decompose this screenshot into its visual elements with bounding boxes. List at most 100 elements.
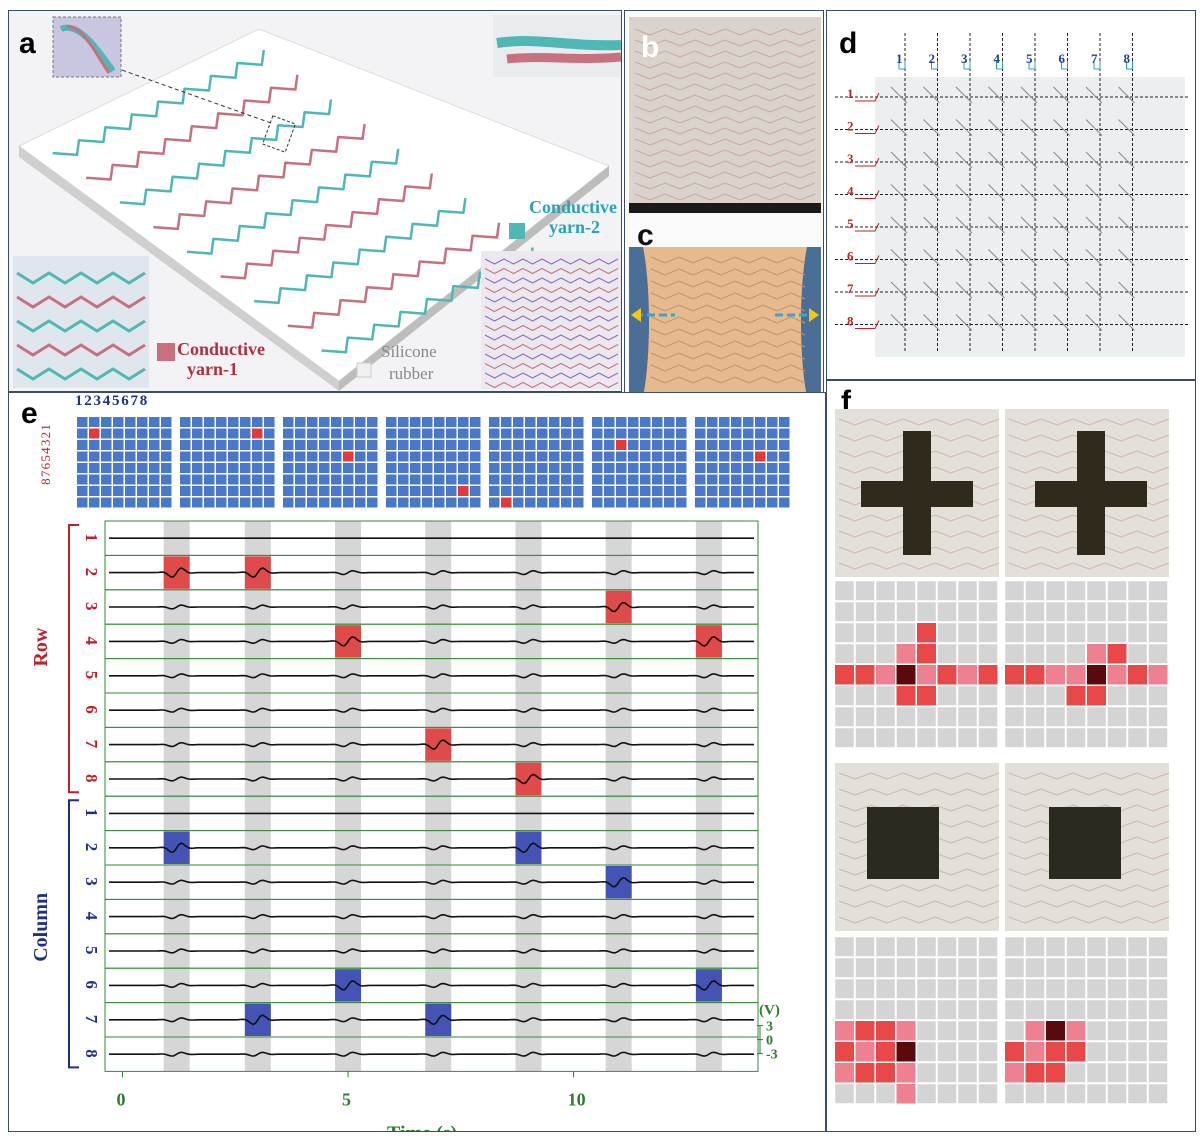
press-cell xyxy=(410,474,421,485)
press-cell xyxy=(386,428,397,439)
press-cell xyxy=(549,417,560,427)
press-cell xyxy=(592,463,603,473)
map-cell xyxy=(937,643,957,664)
press-cell xyxy=(470,463,481,473)
press-cell xyxy=(192,474,203,485)
map-cell-active xyxy=(855,1021,875,1041)
press-cell xyxy=(180,474,191,485)
press-cell xyxy=(513,440,524,450)
map-cell-active xyxy=(1005,1063,1024,1083)
press-cell xyxy=(331,417,342,427)
press-cell xyxy=(434,486,445,496)
press-cell xyxy=(743,440,754,450)
signal-chart: 1234567812345678RowColumn0510Time (s)(V)… xyxy=(30,417,790,1131)
press-cell xyxy=(525,474,536,485)
map-cell-active xyxy=(896,644,916,664)
press-cell xyxy=(513,474,524,485)
map-cell-active xyxy=(896,1063,916,1083)
crossing-yarn xyxy=(1020,249,1038,266)
press-cell xyxy=(240,497,251,508)
press-cell xyxy=(410,463,421,473)
press-cell xyxy=(204,474,215,485)
photo-yarn xyxy=(1008,916,1170,924)
map-cell-active xyxy=(1046,1021,1065,1041)
map-cell xyxy=(875,727,896,748)
map-cell-active xyxy=(1025,1042,1045,1062)
press-cell xyxy=(216,428,227,439)
press-cell xyxy=(295,463,306,473)
press-cell xyxy=(386,497,397,508)
press-cell xyxy=(355,440,366,450)
photo-yarn xyxy=(650,316,806,324)
map-cell xyxy=(1148,622,1168,643)
press-cell xyxy=(319,417,330,427)
press-cell xyxy=(779,428,790,439)
press-cell xyxy=(319,428,330,439)
press-cell xyxy=(640,428,651,439)
map-cell xyxy=(937,978,957,999)
press-cell xyxy=(77,440,88,450)
row-lead xyxy=(855,92,880,102)
map-cell xyxy=(1004,957,1025,978)
map-cell xyxy=(1148,706,1168,727)
press-cell xyxy=(525,451,536,462)
press-cell xyxy=(77,451,88,462)
map-cell-active xyxy=(1005,665,1024,685)
press-cell xyxy=(137,428,148,439)
crossing-yarn xyxy=(890,249,908,266)
yarn2-cube xyxy=(509,223,525,239)
press-cell xyxy=(652,440,663,450)
press-cell xyxy=(489,451,500,462)
inset-yarn xyxy=(484,353,619,360)
crossing-yarn xyxy=(890,281,908,299)
map-cell xyxy=(1127,999,1148,1020)
press-cell xyxy=(767,417,778,427)
map-cell xyxy=(1025,1083,1045,1104)
press-cell xyxy=(101,497,112,508)
press-cell xyxy=(616,428,627,439)
press-cell xyxy=(592,417,603,427)
crossing-yarn xyxy=(890,314,908,331)
pressure-map-3 xyxy=(834,936,998,1104)
press-cell xyxy=(240,451,251,462)
map-cell xyxy=(896,957,916,978)
map-cell xyxy=(875,706,896,727)
map-cell xyxy=(1107,601,1127,622)
press-cell xyxy=(295,474,306,485)
press-cell xyxy=(573,463,584,473)
press-cell xyxy=(513,486,524,496)
press-cell xyxy=(240,428,251,439)
trace-row-7 xyxy=(109,739,754,751)
map-cell xyxy=(1148,936,1168,957)
map-cell xyxy=(916,1083,937,1104)
press-cell xyxy=(458,417,469,427)
press-cell xyxy=(573,417,584,427)
press-cell xyxy=(101,451,112,462)
press-cell xyxy=(331,440,342,450)
press-cell xyxy=(604,497,615,508)
zoom-arrow xyxy=(118,68,272,124)
press-cell xyxy=(295,451,306,462)
series-label-row-4: 4 xyxy=(82,636,101,645)
press-cell xyxy=(731,497,742,508)
map-cell xyxy=(1148,685,1168,706)
map-cell-active xyxy=(937,665,957,685)
map-cell-active xyxy=(876,1042,895,1062)
map-cell-active xyxy=(876,1021,895,1041)
press-cell xyxy=(101,486,112,496)
press-cell xyxy=(434,451,445,462)
press-cell xyxy=(422,451,433,462)
press-cell xyxy=(149,486,160,496)
map-cell xyxy=(957,1041,978,1062)
map-cell xyxy=(834,936,855,957)
press-cell xyxy=(513,428,524,439)
press-cell xyxy=(252,486,263,496)
press-cell xyxy=(707,497,718,508)
map-cell xyxy=(1066,1062,1086,1083)
map-cell xyxy=(855,601,875,622)
press-cell xyxy=(125,474,136,485)
press-cell xyxy=(513,417,524,427)
map-cell xyxy=(957,580,978,601)
press-cell xyxy=(410,486,421,496)
press-cell xyxy=(319,451,330,462)
